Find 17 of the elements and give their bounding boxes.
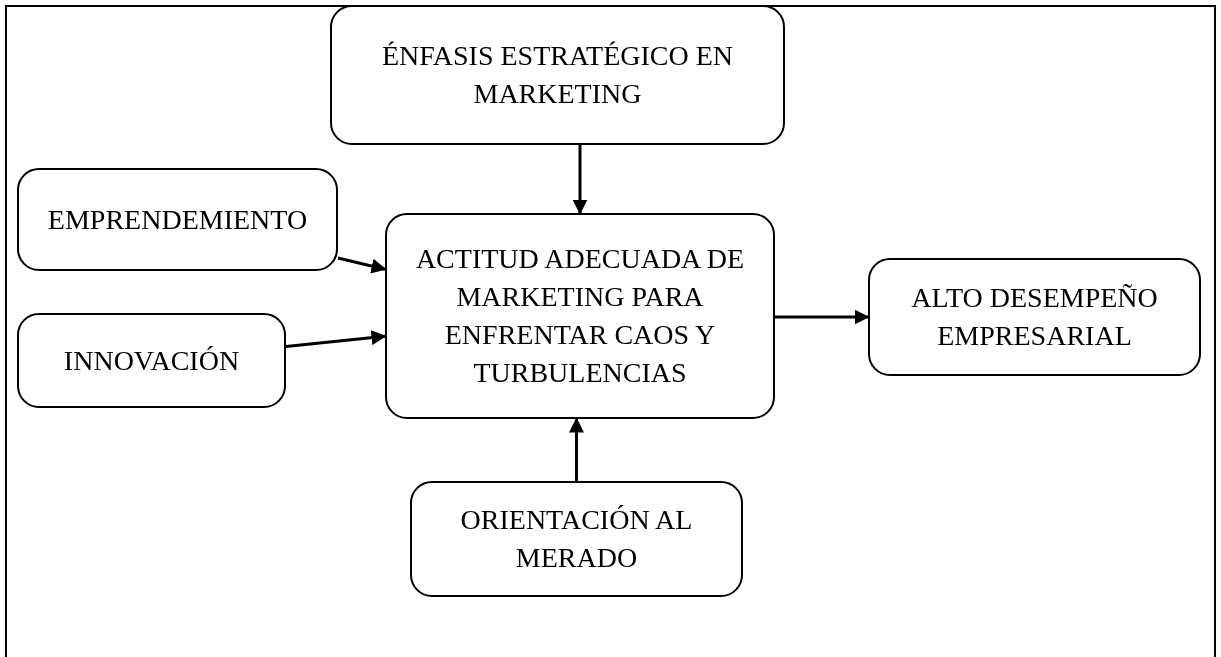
box-label: ALTO DESEMPEÑO EMPRESARIAL bbox=[910, 281, 1159, 353]
process-box bbox=[17, 168, 338, 271]
box-label: ACTITUD ADECUADA DE MARKETING PARA ENFRENTAR CAOS Y TURBULENCIAS bbox=[414, 242, 746, 390]
arrow bbox=[572, 145, 588, 215]
box-label: ÉNFASIS ESTRATÉGICO EN MARKETING bbox=[380, 39, 735, 111]
arrow bbox=[285, 330, 387, 349]
process-box bbox=[17, 313, 286, 408]
arrow bbox=[775, 309, 870, 325]
box-label: INNOVACIÓN bbox=[63, 343, 240, 378]
arrow bbox=[569, 417, 584, 481]
process-box bbox=[330, 5, 785, 145]
arrow bbox=[337, 256, 387, 274]
process-box bbox=[868, 258, 1201, 376]
box-label: EMPRENDEMIENTO bbox=[47, 202, 308, 237]
process-box bbox=[410, 481, 743, 597]
box-label: ORIENTACIÓN AL MERADO bbox=[459, 503, 694, 575]
process-box bbox=[385, 213, 775, 419]
